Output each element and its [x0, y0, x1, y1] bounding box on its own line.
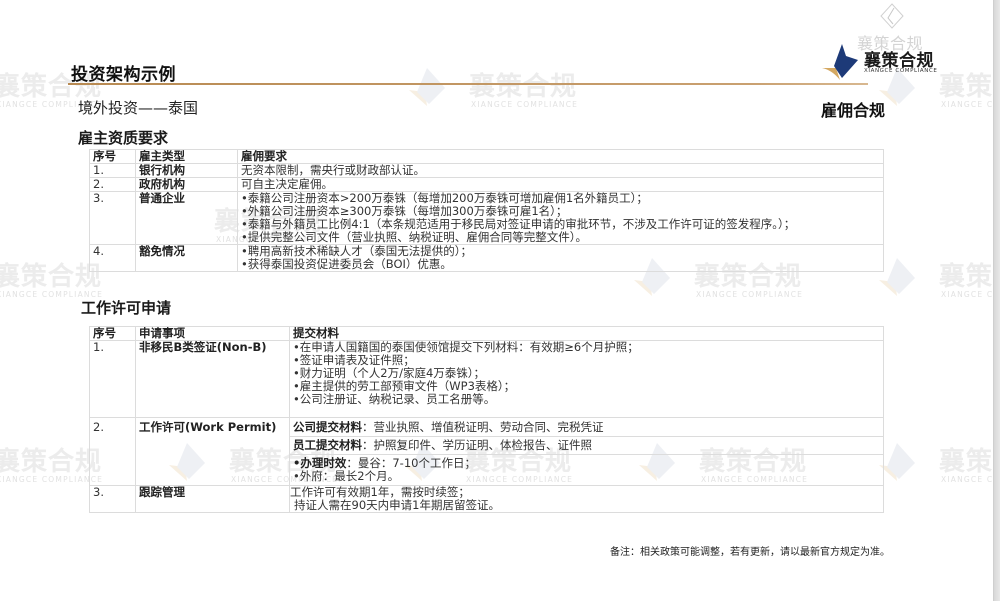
application-item: 工作许可(Work Permit)	[135, 417, 290, 486]
table-row: 2. 政府机构 可自主决定雇佣。	[89, 177, 884, 192]
employer-type: 银行机构	[135, 163, 238, 178]
brand-logo-icon	[822, 44, 858, 80]
work-permit-table: 序号 申请事项 提交材料 1. 非移民B类签证(Non-B) •在申请人国籍国的…	[89, 326, 884, 513]
employee-materials: 员工提交材料：护照复印件、学历证明、体检报告、证件照	[289, 436, 884, 455]
row-number: 4.	[89, 244, 136, 272]
permit-section-heading: 工作许可申请	[81, 299, 172, 317]
table-row: 1. 银行机构 无资本限制，需央行或财政部认证。	[89, 163, 884, 178]
employer-type: 普通企业	[135, 191, 238, 245]
requirement: 无资本限制，需央行或财政部认证。	[237, 163, 884, 178]
requirement: •泰籍公司注册资本>200万泰铢（每增加200万泰铢可增加雇佣1名外籍员工）； …	[237, 191, 884, 245]
page-title: 投资架构示例	[71, 65, 176, 85]
employer-type: 政府机构	[135, 177, 238, 192]
company-materials: 公司提交材料：营业执照、增值税证明、劳动合同、完税凭证	[289, 417, 884, 437]
materials: 工作许可有效期1年，需按时续签； 持证人需在90天内申请1年期居留签证。	[289, 485, 884, 513]
employer-requirements-table: 序号 雇主类型 雇佣要求 1. 银行机构 无资本限制，需央行或财政部认证。 2.…	[89, 149, 884, 272]
column-header: 雇佣要求	[237, 149, 884, 164]
application-item: 非移民B类签证(Non-B)	[135, 340, 290, 418]
brand-logo: 襄策合规 XIANGCE COMPLIANCE	[820, 30, 940, 86]
processing-time: •办理时效：曼谷：7-10个工作日； •外府：最长2个月。	[289, 454, 884, 486]
table-row: 3. 跟踪管理 工作许可有效期1年，需按时续签； 持证人需在90天内申请1年期居…	[89, 485, 884, 513]
topic-tag: 雇佣合规	[821, 101, 886, 120]
column-header: 序号	[89, 326, 136, 341]
row-number: 3.	[89, 485, 136, 513]
table-row: 1. 非移民B类签证(Non-B) •在申请人国籍国的泰国使领馆提交下列材料：有…	[89, 340, 884, 418]
row-number: 1.	[89, 340, 136, 418]
materials: •在申请人国籍国的泰国使领馆提交下列材料：有效期≥6个月护照； •签证申请表及证…	[289, 340, 884, 418]
requirement: •聘用高新技术稀缺人才（泰国无法提供的）； •获得泰国投资促进委员会（BOI）优…	[237, 244, 884, 272]
table-subrow: 员工提交材料：护照复印件、学历证明、体检报告、证件照	[90, 436, 884, 455]
title-divider	[68, 83, 868, 85]
column-header: 申请事项	[135, 326, 290, 341]
table-header-row: 序号 雇主类型 雇佣要求	[89, 149, 884, 164]
column-header: 雇主类型	[135, 149, 238, 164]
row-number: 2.	[89, 177, 136, 192]
footer-note: 备注：相关政策可能调整，若有更新，请以最新官方规定为准。	[610, 547, 890, 558]
column-header: 提交材料	[289, 326, 884, 341]
page-subtitle: 境外投资——泰国	[78, 99, 199, 117]
slide-edge	[993, 0, 1000, 601]
employer-section-heading: 雇主资质要求	[78, 129, 169, 147]
column-header: 序号	[89, 149, 136, 164]
watermark-logo-icon	[409, 68, 445, 106]
requirement: 可自主决定雇佣。	[237, 177, 884, 192]
row-number: 1.	[89, 163, 136, 178]
table-row: 3. 普通企业 •泰籍公司注册资本>200万泰铢（每增加200万泰铢可增加雇佣1…	[89, 191, 884, 245]
application-item: 跟踪管理	[135, 485, 290, 513]
ghost-logo-icon	[880, 3, 904, 29]
employer-type: 豁免情况	[135, 244, 238, 272]
row-number: 3.	[89, 191, 136, 245]
table-header-row: 序号 申请事项 提交材料	[89, 326, 884, 341]
table-row: 4. 豁免情况 •聘用高新技术稀缺人才（泰国无法提供的）； •获得泰国投资促进委…	[89, 244, 884, 272]
row-number: 2.	[89, 417, 136, 486]
table-row: 2. 工作许可(Work Permit) 公司提交材料：营业执照、增值税证明、劳…	[89, 417, 884, 486]
logo-ghost: 襄策合规	[857, 2, 937, 53]
